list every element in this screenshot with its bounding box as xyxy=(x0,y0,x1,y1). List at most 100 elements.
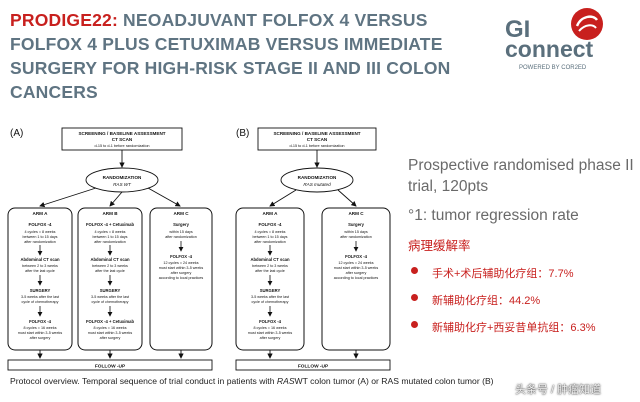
svg-text:12 cycles = 24 weeks: 12 cycles = 24 weeks xyxy=(338,261,373,265)
svg-text:cycle of chemotherapy: cycle of chemotherapy xyxy=(22,300,59,304)
b-follow-up-box xyxy=(235,359,391,371)
svg-text:between 2 to 3 weeks: between 2 to 3 weeks xyxy=(252,264,288,268)
svg-text:after surgery: after surgery xyxy=(260,336,281,340)
a-follow-up-box xyxy=(7,359,213,371)
svg-text:according to local practices: according to local practices xyxy=(159,276,204,280)
svg-text:after surgery: after surgery xyxy=(30,336,51,340)
svg-text:8 cycles = 16 weeks: 8 cycles = 16 weeks xyxy=(253,326,286,330)
svg-text:Abdominal CT scan: Abdominal CT scan xyxy=(20,257,60,262)
svg-text:after surgery: after surgery xyxy=(171,271,192,275)
summary-panel: Prospective randomised phase II trial, 1… xyxy=(408,155,634,335)
protocol-flowchart: (A) SCREENING / BASELINE ASSESSMENT CT S… xyxy=(7,127,391,371)
a-arm-c: ARM C Surgery within 15 days after rando… xyxy=(149,207,213,351)
a-arm-a: ARM A FOLFOX -4 4 cycles = 8 weeks betwe… xyxy=(7,207,73,351)
svg-text:3-5 weeks after the last: 3-5 weeks after the last xyxy=(21,295,59,299)
b-randomization xyxy=(280,167,354,193)
gi-connect-logo: GI connect POWERED BY COR2ED xyxy=(505,6,633,84)
trial-design-line1: Prospective randomised phase II xyxy=(408,157,634,174)
svg-text:Abdominal CT scan: Abdominal CT scan xyxy=(90,257,130,262)
svg-text:ARM A: ARM A xyxy=(33,211,49,216)
title-prefix: PRODIGE22: xyxy=(10,10,118,30)
svg-text:between 2 to 3 weeks: between 2 to 3 weeks xyxy=(22,264,58,268)
pathologic-response-heading: 病理缓解率 xyxy=(408,239,471,253)
figure-caption: Protocol overview. Temporal sequence of … xyxy=(10,376,494,386)
svg-text:4 cycles = 8 weeks: 4 cycles = 8 weeks xyxy=(94,230,125,234)
svg-text:Surgery: Surgery xyxy=(173,222,189,227)
svg-text:cycle of chemotherapy: cycle of chemotherapy xyxy=(92,300,129,304)
diagram-a-label: (A) xyxy=(10,128,23,139)
bullet-dot-icon xyxy=(411,321,418,328)
bullet-dot-icon xyxy=(411,267,418,274)
b-screening-title: SCREENING / BASELINE ASSESSMENT xyxy=(273,131,360,136)
logo-connect: connect xyxy=(505,36,594,62)
svg-text:after the last cycle: after the last cycle xyxy=(255,269,285,273)
svg-text:ARM A: ARM A xyxy=(263,211,279,216)
svg-text:4 cycles = 8 weeks: 4 cycles = 8 weeks xyxy=(254,230,285,234)
watermark: 头条号 / 肿瘤知道 xyxy=(515,384,602,396)
svg-text:according to local practices: according to local practices xyxy=(334,276,379,280)
svg-text:must start within 3-5 weeks: must start within 3-5 weeks xyxy=(18,331,63,335)
svg-text:8 cycles = 16 weeks: 8 cycles = 16 weeks xyxy=(23,326,56,330)
svg-text:3-5 weeks after the last: 3-5 weeks after the last xyxy=(251,295,289,299)
svg-text:ARM C: ARM C xyxy=(173,211,189,216)
svg-text:after the last cycle: after the last cycle xyxy=(25,269,55,273)
svg-text:must start within 3-5 weeks: must start within 3-5 weeks xyxy=(159,266,204,270)
svg-text:FOLFOX -4: FOLFOX -4 xyxy=(170,254,193,259)
a-screening-sub: CT SCAN xyxy=(112,137,133,142)
svg-text:must start within 3-5 weeks: must start within 3-5 weeks xyxy=(334,266,379,270)
svg-text:FOLFOX -4: FOLFOX -4 xyxy=(29,319,52,324)
logo-swirl-icon xyxy=(571,8,603,40)
a-screening-title: SCREENING / BASELINE ASSESSMENT xyxy=(78,131,165,136)
svg-text:SURGERY: SURGERY xyxy=(100,288,121,293)
svg-text:after randomization: after randomization xyxy=(24,240,56,244)
result-bullet: 新辅助化疗组：44.2% xyxy=(408,292,634,308)
a-arm-b: ARM B FOLFOX -4 + Cetuximab 4 cycles = 8… xyxy=(77,207,143,351)
bullet-dot-icon xyxy=(411,294,418,301)
svg-text:must start within 3-5 weeks: must start within 3-5 weeks xyxy=(248,331,293,335)
svg-text:FOLFOX -4: FOLFOX -4 xyxy=(29,222,52,227)
svg-text:FOLFOX -4: FOLFOX -4 xyxy=(345,254,368,259)
svg-text:within 15 days: within 15 days xyxy=(169,230,193,234)
b-arm-c: ARM C Surgery within 15 days after rando… xyxy=(321,207,391,351)
a-randomization xyxy=(85,167,159,193)
svg-text:after randomization: after randomization xyxy=(94,240,126,244)
svg-text:FOLFOX -4: FOLFOX -4 xyxy=(259,222,282,227)
b-strat-label: RAS mutated xyxy=(303,182,331,187)
a-follow-up-label: FOLLOW -UP xyxy=(95,364,126,370)
svg-text:between 1 to 15 days: between 1 to 15 days xyxy=(22,235,57,239)
result-bullet: 新辅助化疗+西妥昔单抗组：6.3% xyxy=(408,319,634,335)
svg-text:after surgery: after surgery xyxy=(100,336,121,340)
title-text: NEOADJUVANT FOLFOX 4 VERSUS FOLFOX 4 PLU… xyxy=(10,10,451,102)
svg-text:ARM B: ARM B xyxy=(102,211,118,216)
svg-text:Abdominal CT scan: Abdominal CT scan xyxy=(250,257,290,262)
svg-text:FOLFOX -4 + Cetuximab: FOLFOX -4 + Cetuximab xyxy=(86,222,134,227)
logo-gi: GI xyxy=(505,16,531,43)
svg-text:after randomization: after randomization xyxy=(165,235,197,239)
svg-text:12 cycles = 24 weeks: 12 cycles = 24 weeks xyxy=(163,261,198,265)
svg-text:after surgery: after surgery xyxy=(346,271,367,275)
trial-design-line2: trial, 120pts xyxy=(408,178,489,195)
result-bullet: 手术+术后辅助化疗组：7.7% xyxy=(408,265,634,281)
svg-text:SURGERY: SURGERY xyxy=(260,288,281,293)
svg-text:cycle of chemotherapy: cycle of chemotherapy xyxy=(252,300,289,304)
logo-powered: POWERED BY COR2ED xyxy=(519,65,587,71)
svg-text:must start within 3-5 weeks: must start within 3-5 weeks xyxy=(88,331,133,335)
svg-text:between 1 to 15 days: between 1 to 15 days xyxy=(252,235,287,239)
diagram-b-label: (B) xyxy=(236,128,249,139)
b-screening-note: d-15 to d-1 before randomization xyxy=(289,144,344,148)
svg-text:4 cycles = 8 weeks: 4 cycles = 8 weeks xyxy=(24,230,55,234)
svg-text:within 15 days: within 15 days xyxy=(344,230,368,234)
svg-text:after the last cycle: after the last cycle xyxy=(95,269,125,273)
svg-text:3-5 weeks after the last: 3-5 weeks after the last xyxy=(91,295,129,299)
b-randomization-label: RANDOMIZATION xyxy=(298,175,337,180)
svg-text:FOLFOX -4 + Cetuximab: FOLFOX -4 + Cetuximab xyxy=(86,319,134,324)
svg-text:Surgery: Surgery xyxy=(348,222,364,227)
a-screening-note: d-15 to d-1 before randomization xyxy=(94,144,149,148)
svg-text:between 1 to 15 days: between 1 to 15 days xyxy=(92,235,127,239)
b-arm-a: ARM A FOLFOX -4 4 cycles = 8 weeks betwe… xyxy=(235,207,305,351)
svg-text:between 2 to 3 weeks: between 2 to 3 weeks xyxy=(92,264,128,268)
slide-title: PRODIGE22: NEOADJUVANT FOLFOX 4 VERSUS F… xyxy=(10,8,480,104)
svg-text:SURGERY: SURGERY xyxy=(30,288,51,293)
svg-text:ARM C: ARM C xyxy=(348,211,364,216)
b-screening-sub: CT SCAN xyxy=(307,137,328,142)
